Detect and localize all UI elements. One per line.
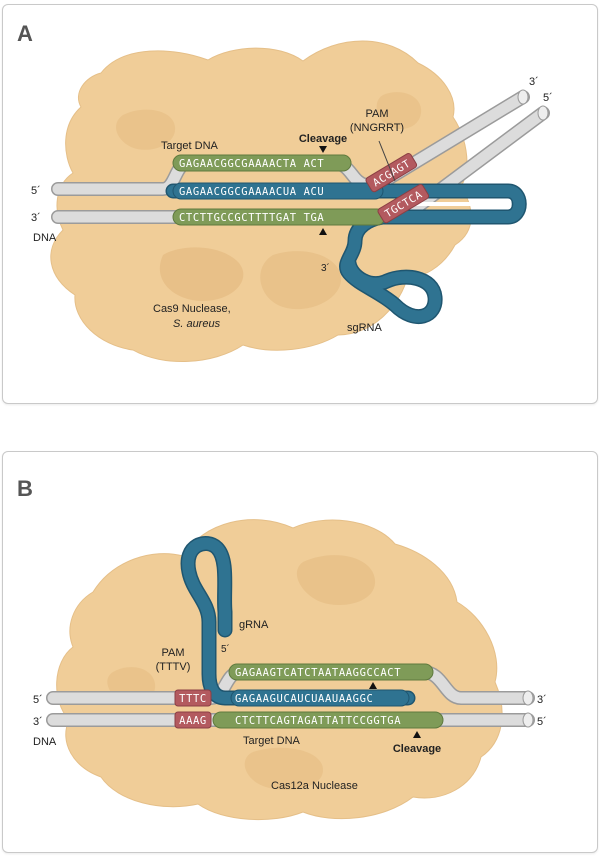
- prime-label: 3´: [31, 212, 41, 224]
- prime-label: 5´: [31, 185, 41, 197]
- target-dna-bottom-segment: [212, 711, 444, 729]
- target-bottom-sequence: CTCTTCAGTAGATTATTCCGGTGA: [235, 715, 401, 727]
- dna-label: DNA: [33, 232, 57, 244]
- prime-label: 5´: [543, 92, 553, 104]
- tube-end-cap: [517, 89, 529, 105]
- cleavage-marker-bottom: [319, 228, 327, 235]
- grna-tube: [182, 537, 414, 704]
- pam-label: PAM: [365, 108, 388, 120]
- protein-shade-3: [116, 109, 176, 150]
- prime-label: 3´: [321, 262, 330, 274]
- dna-label: DNA: [33, 736, 57, 748]
- nuclease-name: Cas9 Nuclease,: [153, 303, 231, 315]
- target-dna-top-segment: [172, 154, 352, 172]
- pam-label: PAM: [161, 647, 184, 659]
- cas9-diagram: ACGAGT TGCTCA GAGAACGGCGAAAACTA ACT GAGA…: [17, 21, 553, 362]
- panel-letter: A: [17, 21, 33, 46]
- cleavage-marker-top: [369, 682, 377, 689]
- tube-end-cap: [522, 690, 534, 706]
- sgrna-label: sgRNA: [347, 322, 383, 334]
- protein-shade-3: [244, 747, 323, 790]
- nuclease-species: S. aureus: [173, 318, 221, 330]
- pam-top-segment: [174, 689, 212, 707]
- prime-label: 5´: [33, 694, 43, 706]
- target-dna-label: Target DNA: [243, 735, 301, 747]
- target-dna-label: Target DNA: [161, 140, 219, 152]
- prime-label: 3´: [529, 76, 539, 88]
- pam-bottom-segment: [174, 711, 212, 729]
- grna-sequence: GAGAAGUCAUCUAAUAAGGC: [235, 693, 373, 705]
- cleavage-label: Cleavage: [393, 743, 441, 755]
- nuclease-name: Cas12a Nuclease: [271, 780, 358, 792]
- prime-label: 3´: [33, 716, 43, 728]
- panel-letter: B: [17, 476, 33, 501]
- cleavage-marker-top: [319, 146, 327, 153]
- grna-spacer-segment: [230, 689, 410, 707]
- protein-shade-2: [260, 251, 342, 310]
- prime-label: 5´: [537, 716, 547, 728]
- cleavage-label: Cleavage: [299, 133, 347, 145]
- target-bottom-sequence: CTCTTGCCGCTTTTGAT TGA: [179, 212, 324, 224]
- target-top-sequence: GAGAAGTCATCTAATAAGGCCACT: [235, 667, 401, 679]
- tube-end-cap: [537, 105, 549, 121]
- pam-top-sequence: TTTC: [179, 693, 207, 705]
- pam-bottom-sequence: AAAG: [179, 715, 207, 727]
- cas12a-diagram: TTTC AAAG GAGAAGTCATCTAATAAGGCCACT GAGAA…: [17, 476, 547, 820]
- prime-label: 3´: [537, 694, 547, 706]
- prime-label: 5´: [221, 643, 230, 655]
- target-dna-top-segment: [228, 663, 434, 681]
- pam-motif-label: (TTTV): [156, 661, 191, 673]
- protein-shade-1: [296, 555, 376, 606]
- pam-leader-line: [378, 140, 396, 182]
- tube-end-cap: [522, 712, 534, 728]
- pam-motif-label: (NNGRRT): [350, 122, 404, 134]
- panel-b: TTTC AAAG GAGAAGTCATCTAATAAGGCCACT GAGAA…: [2, 451, 598, 853]
- protein-shade-1: [159, 247, 244, 301]
- cleavage-marker-bottom: [413, 731, 421, 738]
- grna-label: gRNA: [239, 619, 269, 631]
- sgrna-spacer-segment: [172, 182, 384, 200]
- panel-a: ACGAGT TGCTCA GAGAACGGCGAAAACTA ACT GAGA…: [2, 4, 598, 404]
- sgrna-tube: [167, 185, 526, 323]
- protein-shade-4: [376, 92, 422, 129]
- sgrna-sequence: GAGAACGGCGAAAACUA ACU: [179, 186, 324, 198]
- target-top-sequence: GAGAACGGCGAAAACTA ACT: [179, 158, 324, 170]
